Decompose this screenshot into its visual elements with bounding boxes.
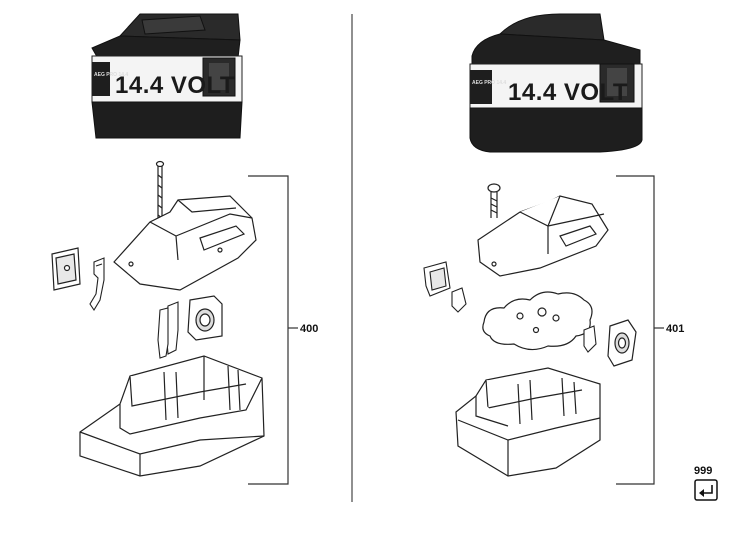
right-housing-base: [455, 367, 601, 477]
right-contact-pieces: [423, 261, 467, 313]
right-gasket: [482, 291, 593, 351]
left-assembly: AEG PRO 14.4 14.4 VOLT: [51, 13, 318, 485]
right-terminal-strip: [583, 325, 597, 353]
left-housing-base: [79, 355, 265, 477]
right-callout-bracket: [616, 175, 664, 485]
right-battery-pack: AEG PRO 14.4 14.4 VOLT: [469, 13, 643, 153]
left-housing-cover: [113, 195, 257, 291]
left-battery-label: 14.4 VOLT: [115, 72, 235, 99]
right-screw: [487, 183, 501, 218]
left-callout-bracket: [248, 175, 298, 485]
callout-401: 401: [666, 323, 684, 335]
right-battery-brand: AEG PRO 14.4: [472, 80, 506, 86]
left-contact-plate: [51, 247, 81, 291]
left-battery-brand: AEG PRO 14.4: [94, 72, 128, 78]
left-terminal-strips: [89, 257, 179, 359]
right-battery-label: 14.4 VOLT: [508, 79, 628, 106]
right-thermal-switch: [607, 319, 637, 367]
callout-400: 400: [300, 323, 318, 335]
right-housing-cover: [477, 195, 609, 277]
return-arrow-icon: [694, 479, 718, 501]
left-thermal-switch: [187, 295, 223, 341]
right-assembly: AEG PRO 14.4 14.4 VOLT: [423, 13, 684, 485]
callout-999-group: 999: [694, 465, 718, 501]
left-battery-pack: AEG PRO 14.4 14.4 VOLT: [91, 13, 243, 139]
callout-999: 999: [694, 465, 712, 477]
